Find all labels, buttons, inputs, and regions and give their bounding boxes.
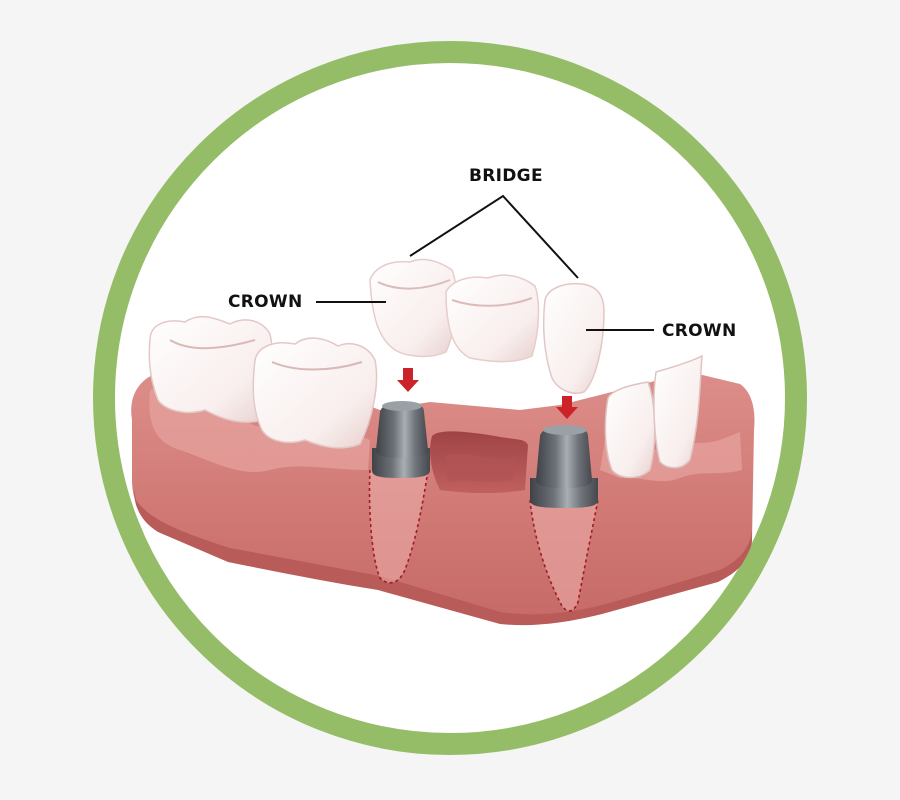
crown-right-label: CROWN xyxy=(662,321,737,341)
bridge-pontic xyxy=(445,274,540,363)
implant-abutment-right xyxy=(530,425,598,508)
bridge-label: BRIDGE xyxy=(469,166,543,186)
incisor-1 xyxy=(604,381,656,479)
arrow-down-left-icon xyxy=(397,368,419,392)
gum-lower-edge xyxy=(134,490,752,626)
bridge-leader-line xyxy=(409,194,579,279)
socket-shading xyxy=(445,453,515,482)
crown-left-label: CROWN xyxy=(228,292,303,312)
root-outline-right xyxy=(529,499,599,612)
incisor-2 xyxy=(653,354,703,469)
implant-abutment-left xyxy=(372,401,430,478)
molar-left-1 xyxy=(148,315,274,423)
leader-lines xyxy=(316,194,654,331)
root-outline-left xyxy=(368,469,429,584)
molar-left-2 xyxy=(252,337,378,449)
arrow-down-right-icon xyxy=(556,396,578,419)
bridge xyxy=(369,258,605,394)
bridge-crown-right xyxy=(542,282,605,394)
